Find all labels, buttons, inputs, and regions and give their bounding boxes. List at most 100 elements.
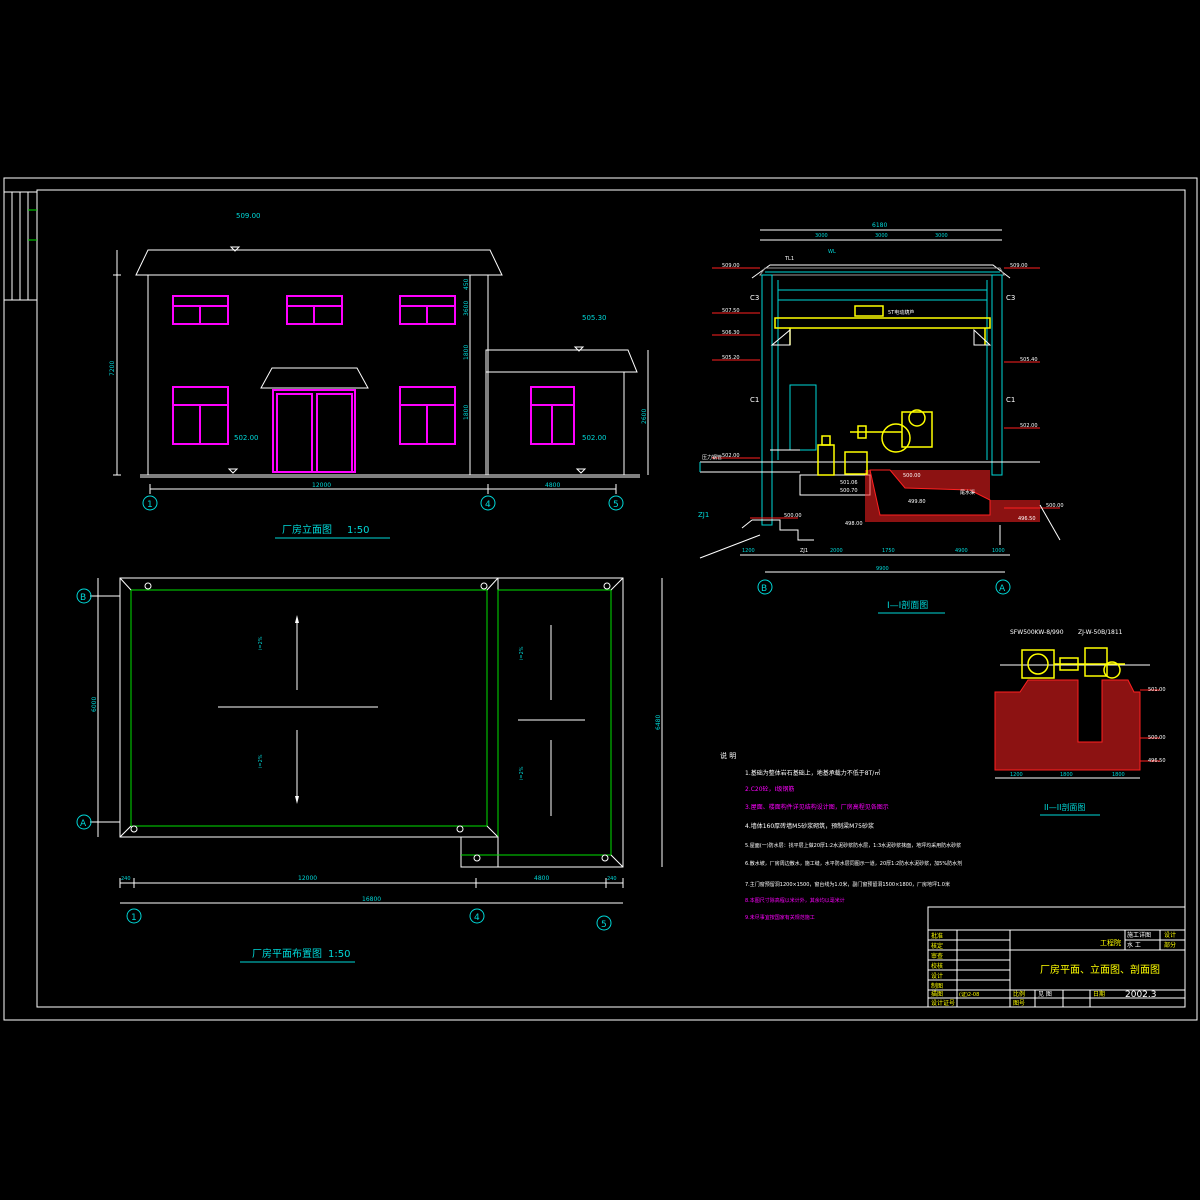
- svg-text:498.00: 498.00: [845, 521, 863, 527]
- svg-text:507.50: 507.50: [722, 308, 740, 314]
- elev-axis-1-label: 1: [147, 500, 153, 510]
- binding-strip: [3, 191, 38, 301]
- sec-top-dim: 6180: [872, 222, 887, 229]
- plan-main-inner: [130, 589, 488, 827]
- plan-axis-1-label: 1: [131, 913, 137, 923]
- sec-levels-left: 509.00 507.50 506.30 505.20 502.00 500.0…: [712, 263, 802, 519]
- note-5: 5.屋面(一)防水层：找平层上做20厚1:2水泥砂浆防水层，1:3水泥砂浆抹面，…: [745, 842, 961, 849]
- elev-dim-annex-h: 2600: [641, 409, 648, 424]
- section-1-title: I—I剖面图: [887, 599, 928, 611]
- sec2-level-1: 501.00: [1148, 687, 1166, 693]
- sec-bottom-dim-4: 4900: [955, 548, 968, 554]
- section-1-view: 6180 3000 3000 3000 TL1 WL 5T电动葫芦 C3 C3 …: [698, 222, 1064, 614]
- plan-slope-label-1: i=2%: [258, 636, 264, 650]
- plan-axis-B-label: B: [80, 593, 86, 603]
- elev-axis-5-label: 5: [613, 500, 619, 510]
- svg-text:502.00: 502.00: [1020, 423, 1038, 429]
- plan-scale: 1:50: [328, 949, 350, 960]
- note-8: 8.本图尺寸除高程以米计外，其余均以毫米计: [745, 897, 845, 904]
- sec-label-c3-right: C3: [1006, 294, 1015, 302]
- section-2-view: SFW500KW-8/990 ZJ-W-50B/1811 501.00 500.…: [994, 629, 1166, 816]
- plan-dim-bottom-3: 4800: [534, 875, 549, 882]
- sec2-dim-3: 1800: [1112, 772, 1125, 778]
- plan-dim-bottom-1: 240: [121, 876, 131, 882]
- sec-top-sub-2: 3000: [875, 233, 888, 239]
- sec-label-wl: WL: [828, 249, 836, 255]
- door-canopy: [260, 367, 369, 389]
- window-upper-1: [172, 295, 229, 325]
- note-1: 1.基础为整体岩石基础上，地基承载力不低于8T/㎡: [745, 769, 880, 777]
- window-lower-2: [399, 386, 456, 445]
- tb-row-6: 制图: [931, 982, 943, 990]
- tb-row-7: 描图: [931, 990, 943, 998]
- crane-label: 5T电动葫芦: [888, 309, 914, 316]
- elevation-view: 7200 450 3600 1800 1800 2600 509.00 505.…: [109, 212, 649, 539]
- window-upper-3: [399, 295, 456, 325]
- sec-label-zj1-hidden: ZJ1: [800, 548, 808, 554]
- sec-axis-A: [995, 579, 1011, 595]
- sec-wall-right: [991, 274, 1003, 476]
- annex-roof: [485, 349, 638, 373]
- svg-text:501.06: 501.06: [840, 480, 858, 486]
- tb-row-8: 设计证号: [931, 999, 955, 1007]
- note-7: 7.主门窗预留洞1200×1500，窗台线为1.0米，副门窗预留洞1500×18…: [745, 881, 950, 888]
- tb-row-2: 核定: [931, 942, 943, 950]
- crane-hoist: [854, 305, 884, 317]
- sec-axis-A-label: A: [999, 584, 1006, 594]
- plan-title: 厂房平面布置图: [252, 947, 322, 960]
- plan-dim-right: 6480: [655, 715, 662, 730]
- note-6: 6.散水坡，厂房周边散水，施工缝，水平防水层同图示一道，20厚1:2防水水泥砂浆…: [745, 860, 962, 867]
- tb-cert: (证)2-08: [959, 991, 979, 998]
- plan-axis-4: [469, 908, 485, 924]
- svg-text:502.00: 502.00: [722, 453, 740, 459]
- sec-wall-left: [761, 274, 773, 526]
- note-2: 2.C20砼，Ⅰ级钢筋: [745, 785, 794, 793]
- sec-tailrace-label: 尾水渠: [960, 489, 975, 496]
- svg-text:500.00: 500.00: [903, 473, 921, 479]
- sec-control-panel: [789, 384, 817, 451]
- tb-scale-value: 见 图: [1038, 991, 1052, 998]
- note-9: 9.未尽事宜按国家有关规范施工: [745, 914, 815, 921]
- unit-model-1: SFW500KW-8/990: [1010, 629, 1064, 636]
- svg-text:509.00: 509.00: [1010, 263, 1028, 269]
- elev-axis-4-label: 4: [485, 500, 491, 510]
- tb-date-label: 日期: [1093, 990, 1105, 998]
- sec2-foundation: [995, 680, 1140, 770]
- tb-row-5: 设计: [931, 972, 943, 980]
- elev-axis-4: [480, 495, 496, 511]
- plan-dim-total: 16800: [362, 896, 381, 903]
- elev-dim-right-4: 1800: [463, 405, 470, 420]
- elevation-title: 厂房立面图: [282, 523, 332, 536]
- plan-annex-outer: [497, 577, 624, 868]
- sec-bottom-dim-3: 1750: [882, 548, 895, 554]
- crane-beam: [774, 317, 991, 329]
- tb-stage: 施工详图: [1127, 931, 1151, 939]
- elev-axis-5: [608, 495, 624, 511]
- elev-axis-1: [142, 495, 158, 511]
- sec-label-tl1: TL1: [784, 256, 794, 262]
- plan-axis-5: [596, 915, 612, 931]
- sec-bottom-total: 9900: [876, 566, 889, 572]
- sec-pipe-label: 压力钢管: [702, 454, 722, 461]
- sec2-turbine: [1084, 647, 1108, 677]
- inner-border: [36, 189, 1186, 1008]
- svg-text:505.40: 505.40: [1020, 357, 1038, 363]
- elev-level-roof: 509.00: [236, 212, 261, 220]
- plan-dim-bottom-2: 12000: [298, 875, 317, 882]
- svg-text:506.30: 506.30: [722, 330, 740, 336]
- plan-dim-left: 6000: [91, 697, 98, 712]
- plan-annex-inner: [497, 589, 612, 856]
- elev-dim-right-2: 3600: [463, 301, 470, 316]
- sec-top-sub-1: 3000: [815, 233, 828, 239]
- sec-label-zj1: ZJ1: [698, 511, 709, 519]
- tb-row-3: 审查: [931, 952, 943, 960]
- elev-dim-right-3: 1800: [463, 345, 470, 360]
- elev-level-floor-annex: 502.00: [582, 434, 607, 442]
- elev-dim-bottom-1: 12000: [312, 482, 331, 489]
- sec2-dim-1: 1200: [1010, 772, 1023, 778]
- svg-text:505.20: 505.20: [722, 355, 740, 361]
- sec-bottom-dim-2: 2000: [830, 548, 843, 554]
- tb-row-1: 批准: [931, 932, 943, 940]
- notes-heading: 说 明: [720, 751, 736, 760]
- elev-level-annex: 505.30: [582, 314, 607, 322]
